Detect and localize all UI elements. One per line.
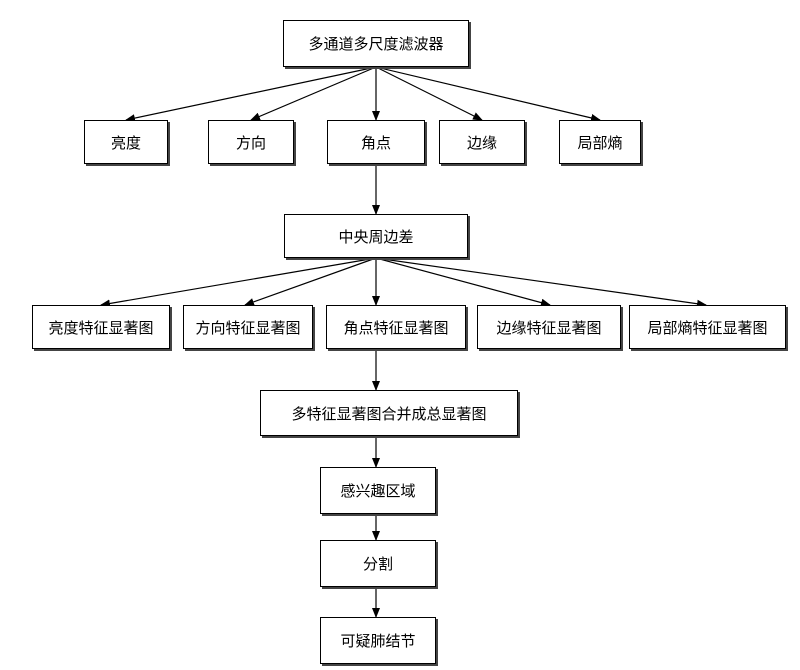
- feature-node-orientation: 方向: [208, 120, 294, 164]
- arrow-cs-to-orientation-map: [244, 257, 377, 306]
- arrow-filter-to-orientation: [250, 66, 377, 121]
- segmentation-node: 分割: [320, 540, 436, 587]
- multichannel-filter-node: 多通道多尺度滤波器: [283, 20, 469, 67]
- feature-map-orientation: 方向特征显著图: [183, 305, 313, 349]
- center-surround-node: 中央周边差: [284, 214, 468, 258]
- suspicious-nodule-node: 可疑肺结节: [320, 617, 436, 664]
- roi-node: 感兴趣区域: [320, 467, 436, 514]
- arrow-cs-to-brightness-map: [100, 257, 377, 308]
- feature-map-entropy: 局部熵特征显著图: [629, 305, 786, 349]
- feature-map-brightness: 亮度特征显著图: [32, 305, 170, 349]
- feature-map-corner: 角点特征显著图: [326, 305, 466, 349]
- arrow-filter-to-edge: [375, 66, 483, 121]
- feature-node-entropy: 局部熵: [559, 120, 641, 164]
- feature-map-edge: 边缘特征显著图: [477, 305, 621, 349]
- arrow-cs-to-entropy-map: [375, 257, 707, 308]
- feature-node-brightness: 亮度: [84, 120, 168, 164]
- feature-node-edge: 边缘: [439, 120, 525, 164]
- arrow-filter-to-entropy: [375, 66, 601, 122]
- feature-node-corner: 角点: [327, 120, 425, 164]
- arrow-cs-to-edge-map: [375, 257, 551, 307]
- arrow-filter-to-brightness: [125, 66, 377, 123]
- merge-saliency-node: 多特征显著图合并成总显著图: [260, 390, 518, 436]
